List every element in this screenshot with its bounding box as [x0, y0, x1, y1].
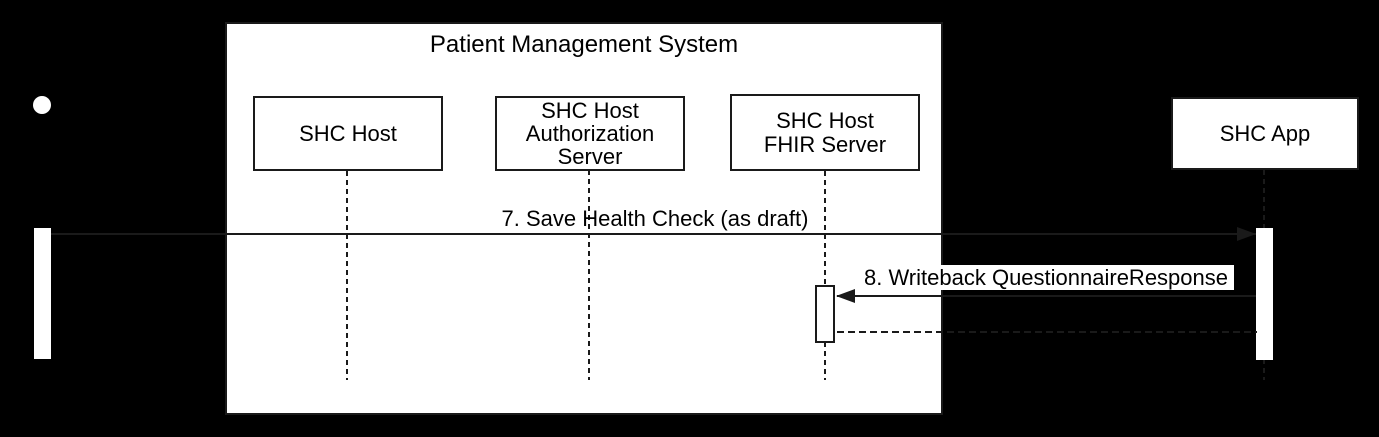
- participant-shc-host: SHC Host: [253, 96, 443, 171]
- message-8-arrow-line: [837, 295, 1256, 297]
- participant-shc-app: SHC App: [1171, 97, 1359, 170]
- message-8-return-dashed-line: [837, 331, 1257, 333]
- frame-title: Patient Management System: [429, 31, 739, 58]
- entity-actor-icon: [33, 96, 51, 114]
- participant-shc-host-fhir-server: SHC Host FHIR Server: [730, 94, 920, 171]
- participant-shc-host-authorization-server: SHC Host Authorization Server: [495, 96, 685, 171]
- message-7-arrow-line: [42, 233, 1256, 235]
- participant-label-line2: Authorization: [525, 121, 655, 146]
- message-7-label: 7. Save Health Check (as draft): [501, 206, 809, 231]
- participant-label: SHC App: [1219, 120, 1311, 146]
- lifeline-shc-host-authorization-server: [588, 170, 590, 380]
- lifeline-shc-host: [346, 171, 348, 380]
- participant-label-line3: Server: [557, 144, 623, 169]
- message-8-label: 8. Writeback QuestionnaireResponse: [858, 265, 1234, 290]
- message-7-arrowhead-icon: [1237, 227, 1256, 241]
- participant-label-line1: SHC Host: [541, 98, 639, 123]
- message-8-arrowhead-icon: [836, 289, 855, 303]
- activation-bar-fhir-server: [815, 285, 835, 343]
- lifeline-shc-host-fhir-server: [824, 171, 826, 380]
- activation-bar-shc-app: [1256, 228, 1273, 360]
- participant-label-line1: SHC Host: [776, 107, 874, 133]
- patient-management-system-frame: Patient Management System: [225, 22, 943, 415]
- participant-label: SHC Host: [299, 120, 397, 146]
- activation-bar-user: [34, 228, 51, 359]
- participant-label-line2: FHIR Server: [763, 131, 887, 157]
